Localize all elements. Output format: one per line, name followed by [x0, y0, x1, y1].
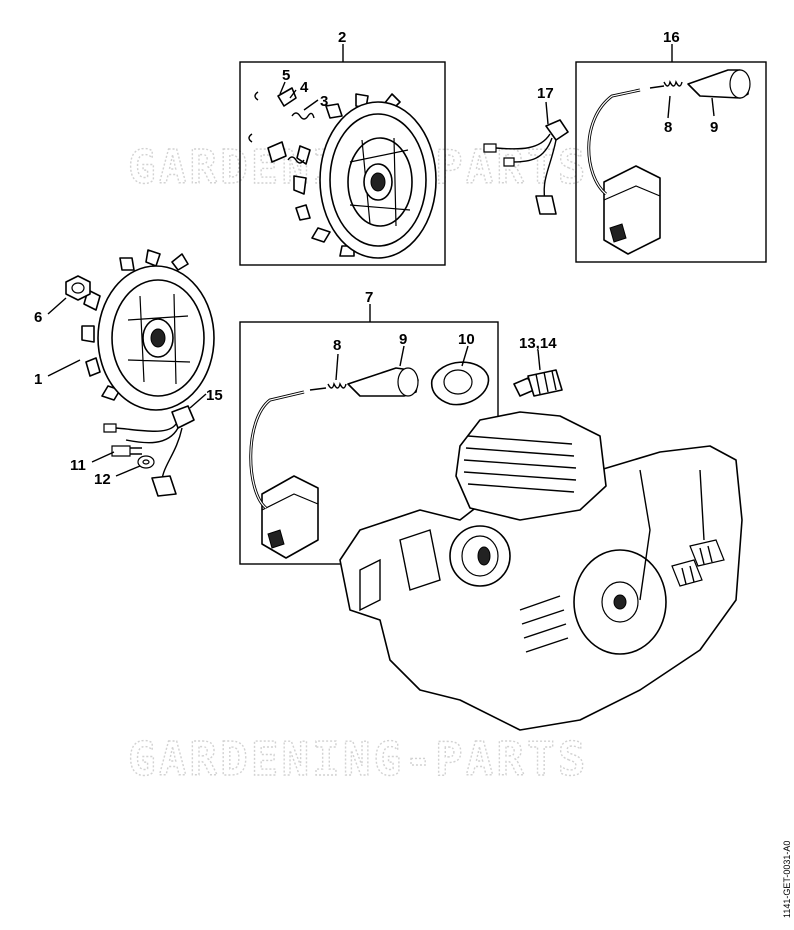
callout-16: 16	[663, 29, 680, 46]
flywheel-1	[81, 249, 215, 411]
callout-1: 1	[34, 371, 42, 388]
screw-11	[111, 445, 142, 457]
callout-9-mid: 9	[399, 331, 407, 348]
callout-8-mid: 8	[333, 337, 341, 354]
grommet-10	[430, 361, 490, 406]
callout-17: 17	[537, 85, 554, 102]
flywheel-assembly-2	[248, 87, 437, 259]
watermark-bottom: GARDENING-PARTS	[128, 732, 588, 786]
callout-5: 5	[282, 67, 290, 84]
short-circuit-wire-17	[483, 119, 569, 215]
callout-10: 10	[458, 331, 475, 348]
callout-13-14: 13,14	[519, 335, 557, 352]
callout-15: 15	[206, 387, 223, 404]
callout-6: 6	[34, 309, 42, 326]
callout-11: 11	[70, 457, 86, 474]
callout-3: 3	[320, 93, 328, 110]
callout-9-top: 9	[710, 119, 718, 136]
callout-8-top: 8	[664, 119, 672, 136]
engine-housing	[339, 411, 743, 731]
document-id: 1141-GET-0031-A0	[782, 841, 792, 918]
leader-lines	[47, 44, 715, 477]
callout-12: 12	[94, 471, 111, 488]
short-circuit-wire-15	[103, 405, 195, 497]
callout-2: 2	[338, 29, 346, 46]
washer-12	[137, 455, 155, 469]
callout-7: 7	[365, 289, 373, 306]
ignition-module-16	[587, 69, 751, 255]
nut-6	[65, 275, 91, 301]
spark-plug-13-14	[513, 369, 563, 397]
group-box-16	[575, 61, 767, 263]
callout-4: 4	[300, 79, 309, 96]
ignition-module-7	[249, 367, 419, 559]
